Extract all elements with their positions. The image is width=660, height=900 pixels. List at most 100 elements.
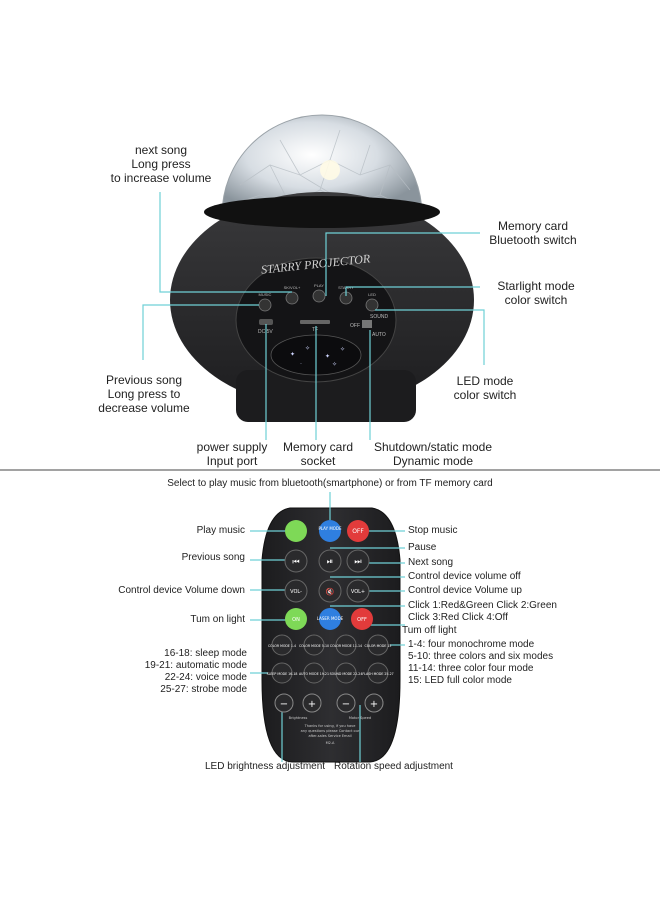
label-turn-off: Tum off light [402, 625, 457, 636]
callout-starlight: Starlight mode color switch [497, 279, 575, 307]
next-icon: ⏭ [354, 557, 361, 566]
minus-icon: − [280, 699, 288, 710]
brightness-down-button[interactable] [274, 693, 294, 713]
mute-icon: 🔇 [326, 587, 335, 596]
label-left-modes: 16-18: sleep mode 19-21: automatic mode … [144, 648, 247, 695]
plus-icon: + [308, 699, 316, 710]
remote-buttons [271, 520, 389, 713]
led-mode-button [365, 298, 379, 312]
callout-next-song: next song Long press to increase volume [110, 143, 212, 185]
volume-down-button[interactable] [284, 579, 308, 603]
projector-body: STARRY PROJECTOR MUSIC SK/VOL+ PLAY STAR… [170, 192, 474, 422]
callout-memory-bluetooth: Memory card Bluetooth switch [489, 219, 577, 247]
svg-text:✧: ✧ [340, 346, 345, 353]
sleep-mode-button[interactable] [271, 662, 293, 684]
label-click-1-2: Click 1:Red&Green Click 2:Green [408, 600, 557, 611]
play-mode-button[interactable] [319, 520, 341, 542]
label-next-song: Next song [408, 557, 454, 568]
cm3-text: COLOR MODE 11-14 [330, 644, 362, 648]
auto-text: AUTO MODE 19-21 [299, 672, 329, 676]
cm1-text: COLOR MODE 1-4 [268, 644, 296, 648]
next-song-button-remote[interactable] [346, 549, 370, 573]
color-mode-15-button[interactable] [367, 634, 389, 656]
callout-previous-song: Previous song Long press to decrease vol… [98, 373, 190, 415]
color-mode-11-14-button[interactable] [335, 634, 357, 656]
previous-song-button[interactable] [284, 549, 308, 573]
mute-button[interactable] [318, 579, 342, 603]
callout-memory-socket: Memory card socket [282, 440, 353, 468]
sleep-text: SLEEP MODE 16-18 [267, 672, 298, 676]
next-song-button [285, 291, 299, 305]
svg-text:MUSIC: MUSIC [259, 292, 272, 297]
svg-text:OFF: OFF [350, 323, 360, 329]
off-text: OFF [357, 617, 367, 623]
svg-text:PLAY: PLAY [314, 283, 324, 288]
svg-text:·: · [300, 361, 302, 367]
prev-icon: ⏮ [292, 557, 299, 566]
flash-mode-button[interactable] [367, 662, 389, 684]
label-volume-up: Control device Volume up [408, 585, 522, 596]
pause-button[interactable] [318, 549, 342, 573]
label-click-3-4: Click 3:Red Click 4:Off [408, 612, 508, 623]
svg-text:LED: LED [368, 292, 376, 297]
cm2-text: COLOR MODE 5-10 [299, 644, 329, 648]
svg-text:✦: ✦ [290, 351, 295, 358]
laser-mode-button[interactable] [319, 608, 341, 630]
color-mode-5-10-button[interactable] [303, 634, 325, 656]
light-on-button[interactable] [285, 608, 307, 630]
mode-switch [362, 320, 372, 328]
svg-text:TF: TF [312, 327, 318, 333]
label-pause: Pause [408, 542, 437, 553]
vol-up-text: VOL+ [351, 589, 365, 595]
label-play-music: Play music [196, 525, 245, 536]
projector-dome [221, 114, 423, 216]
music-button [258, 298, 272, 312]
laser-mode-text: LASER MODE [317, 616, 344, 621]
play-music-button[interactable] [285, 520, 307, 542]
model-number: M2-A [326, 741, 335, 745]
volume-up-button[interactable] [346, 579, 370, 603]
plus-icon: + [370, 699, 378, 710]
light-off-button[interactable] [351, 608, 373, 630]
svg-text:✦: ✦ [325, 353, 330, 360]
play-pause-icon: ⏯ [327, 557, 333, 566]
stop-music-button[interactable] [347, 520, 369, 542]
svg-text:AUTO: AUTO [372, 332, 386, 338]
play-button [312, 289, 326, 303]
label-stop-music: Stop music [408, 525, 458, 536]
svg-text:✧: ✧ [332, 361, 337, 368]
label-turn-on: Tum on light [190, 614, 245, 625]
callout-led-mode: LED mode color switch [453, 374, 517, 402]
speed-up-button[interactable] [364, 693, 384, 713]
minus-icon: − [342, 699, 350, 710]
brightness-caption: Brightness [289, 716, 308, 720]
vol-down-text: VOL- [290, 589, 302, 595]
label-brightness: LED brightness adjustment [205, 761, 326, 772]
label-previous-song: Previous song [181, 552, 245, 563]
auto-mode-button[interactable] [303, 662, 325, 684]
color-mode-1-4-button[interactable] [271, 634, 293, 656]
label-volume-down: Control device Volume down [118, 585, 245, 596]
footer-line-2: any questions please Contact our [301, 729, 360, 733]
callout-power: power supply Input port [196, 440, 268, 468]
svg-text:✧: ✧ [305, 345, 310, 352]
footer-line-3: after-sales Service Email [308, 734, 351, 738]
remote-title: Select to play music from bluetooth(smar… [167, 478, 493, 489]
motor-speed-caption: Motor Speed [349, 716, 371, 720]
sound-text: SOUND MODE 22-24 [330, 672, 363, 676]
speed-down-button[interactable] [336, 693, 356, 713]
label-volume-off: Control device volume off [408, 571, 521, 582]
callout-shutdown: Shutdown/static mode Dynamic mode [373, 440, 493, 468]
label-rotation: Rotation speed adjustment [334, 761, 453, 772]
stop-off-text: OFF [352, 528, 364, 535]
usb-port [259, 319, 273, 325]
brightness-up-button[interactable] [302, 693, 322, 713]
label-right-modes: 1-4: four monochrome mode 5-10: three co… [408, 639, 554, 686]
svg-text:SOUND: SOUND [370, 314, 388, 320]
on-text: ON [292, 617, 300, 623]
cm4-text: COLOR MODE 15 [365, 644, 392, 648]
callout-lines-top [142, 192, 485, 440]
play-mode-text: PLAY MODE [318, 526, 342, 531]
sound-mode-button[interactable] [335, 662, 357, 684]
